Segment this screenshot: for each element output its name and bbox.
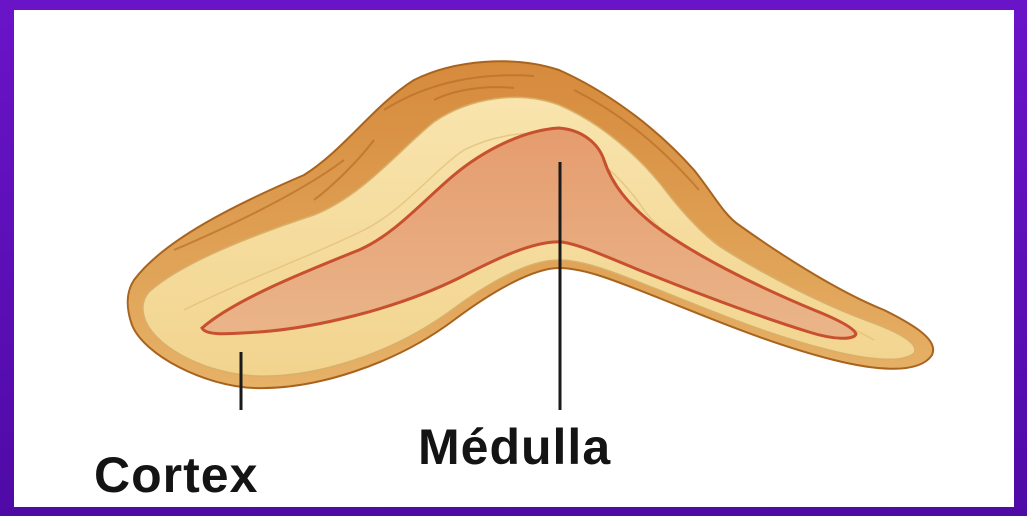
medulla-label: Médulla [418, 422, 611, 472]
cortex-label: Cortex [94, 450, 258, 500]
diagram-panel: Médulla Cortex [14, 10, 1014, 507]
